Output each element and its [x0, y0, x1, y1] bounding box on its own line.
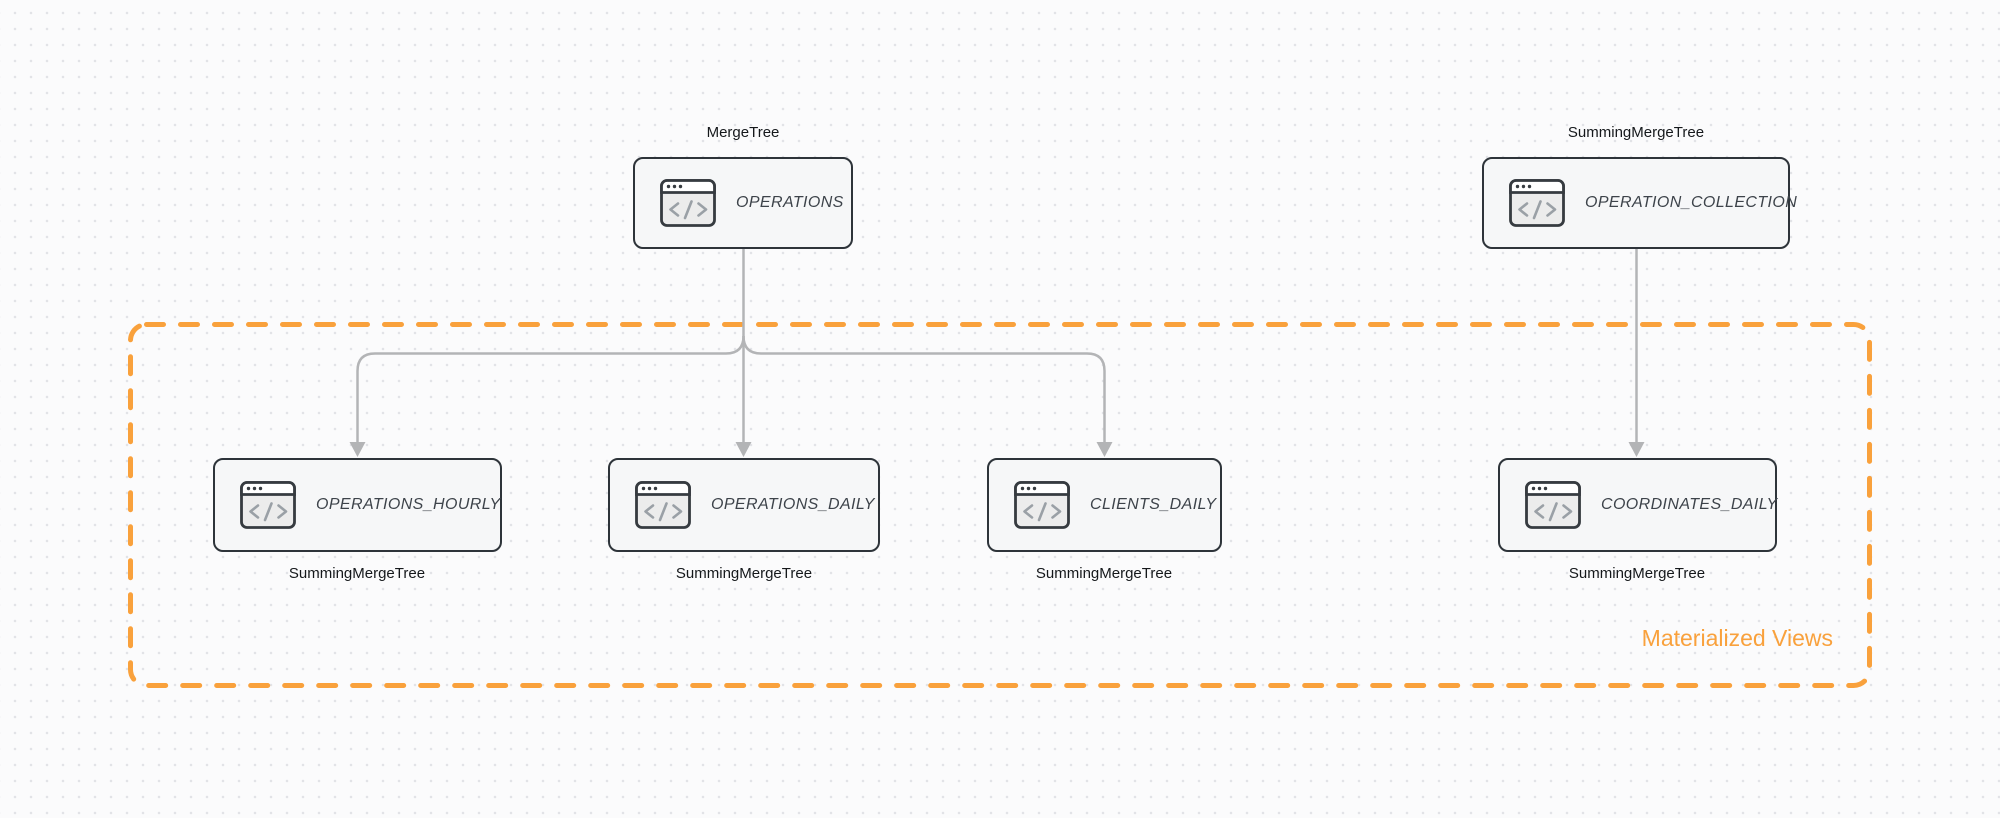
engine-label-coordinates-daily: SummingMergeTree — [1568, 565, 1706, 582]
arrowhead-clients-daily — [1096, 442, 1113, 457]
node-title: OPERATIONS_DAILY — [711, 496, 875, 513]
engine-label-operations: MergeTree — [706, 124, 780, 141]
node-operations-daily: OPERATIONS_DAILY — [608, 458, 880, 552]
code-window-icon — [240, 481, 296, 529]
node-operations-hourly: OPERATIONS_HOURLY — [213, 458, 502, 552]
node-title: CLIENTS_DAILY — [1090, 496, 1217, 513]
code-window-icon — [1014, 481, 1070, 529]
edge-operations-to-operations-hourly — [356, 335, 745, 443]
node-clients-daily: CLIENTS_DAILY — [987, 458, 1222, 552]
node-coordinates-daily: COORDINATES_DAILY — [1498, 458, 1777, 552]
code-window-icon — [1509, 179, 1565, 227]
arrowhead-operations-daily — [735, 442, 752, 457]
node-operations: OPERATIONS — [633, 157, 853, 249]
node-operation-collection: OPERATION_COLLECTION — [1482, 157, 1797, 249]
node-title: OPERATION_COLLECTION — [1585, 194, 1798, 211]
materialized-views-group-border — [128, 322, 1872, 688]
engine-label-clients-daily: SummingMergeTree — [1035, 565, 1173, 582]
materialized-views-group-label: Materialized Views — [1641, 625, 1833, 651]
code-window-icon — [1525, 481, 1581, 529]
node-title: OPERATIONS — [736, 194, 844, 211]
engine-label-operations-hourly: SummingMergeTree — [288, 565, 426, 582]
edge-operations-to-clients-daily — [742, 335, 1106, 443]
node-title: OPERATIONS_HOURLY — [316, 496, 501, 513]
arrowhead-operations-hourly — [349, 442, 366, 457]
code-window-icon — [635, 481, 691, 529]
arrowhead-coordinates-daily — [1628, 442, 1645, 457]
node-title: COORDINATES_DAILY — [1601, 496, 1778, 513]
code-window-icon — [660, 179, 716, 227]
engine-label-operation-collection: SummingMergeTree — [1567, 124, 1705, 141]
engine-label-operations-daily: SummingMergeTree — [675, 565, 813, 582]
